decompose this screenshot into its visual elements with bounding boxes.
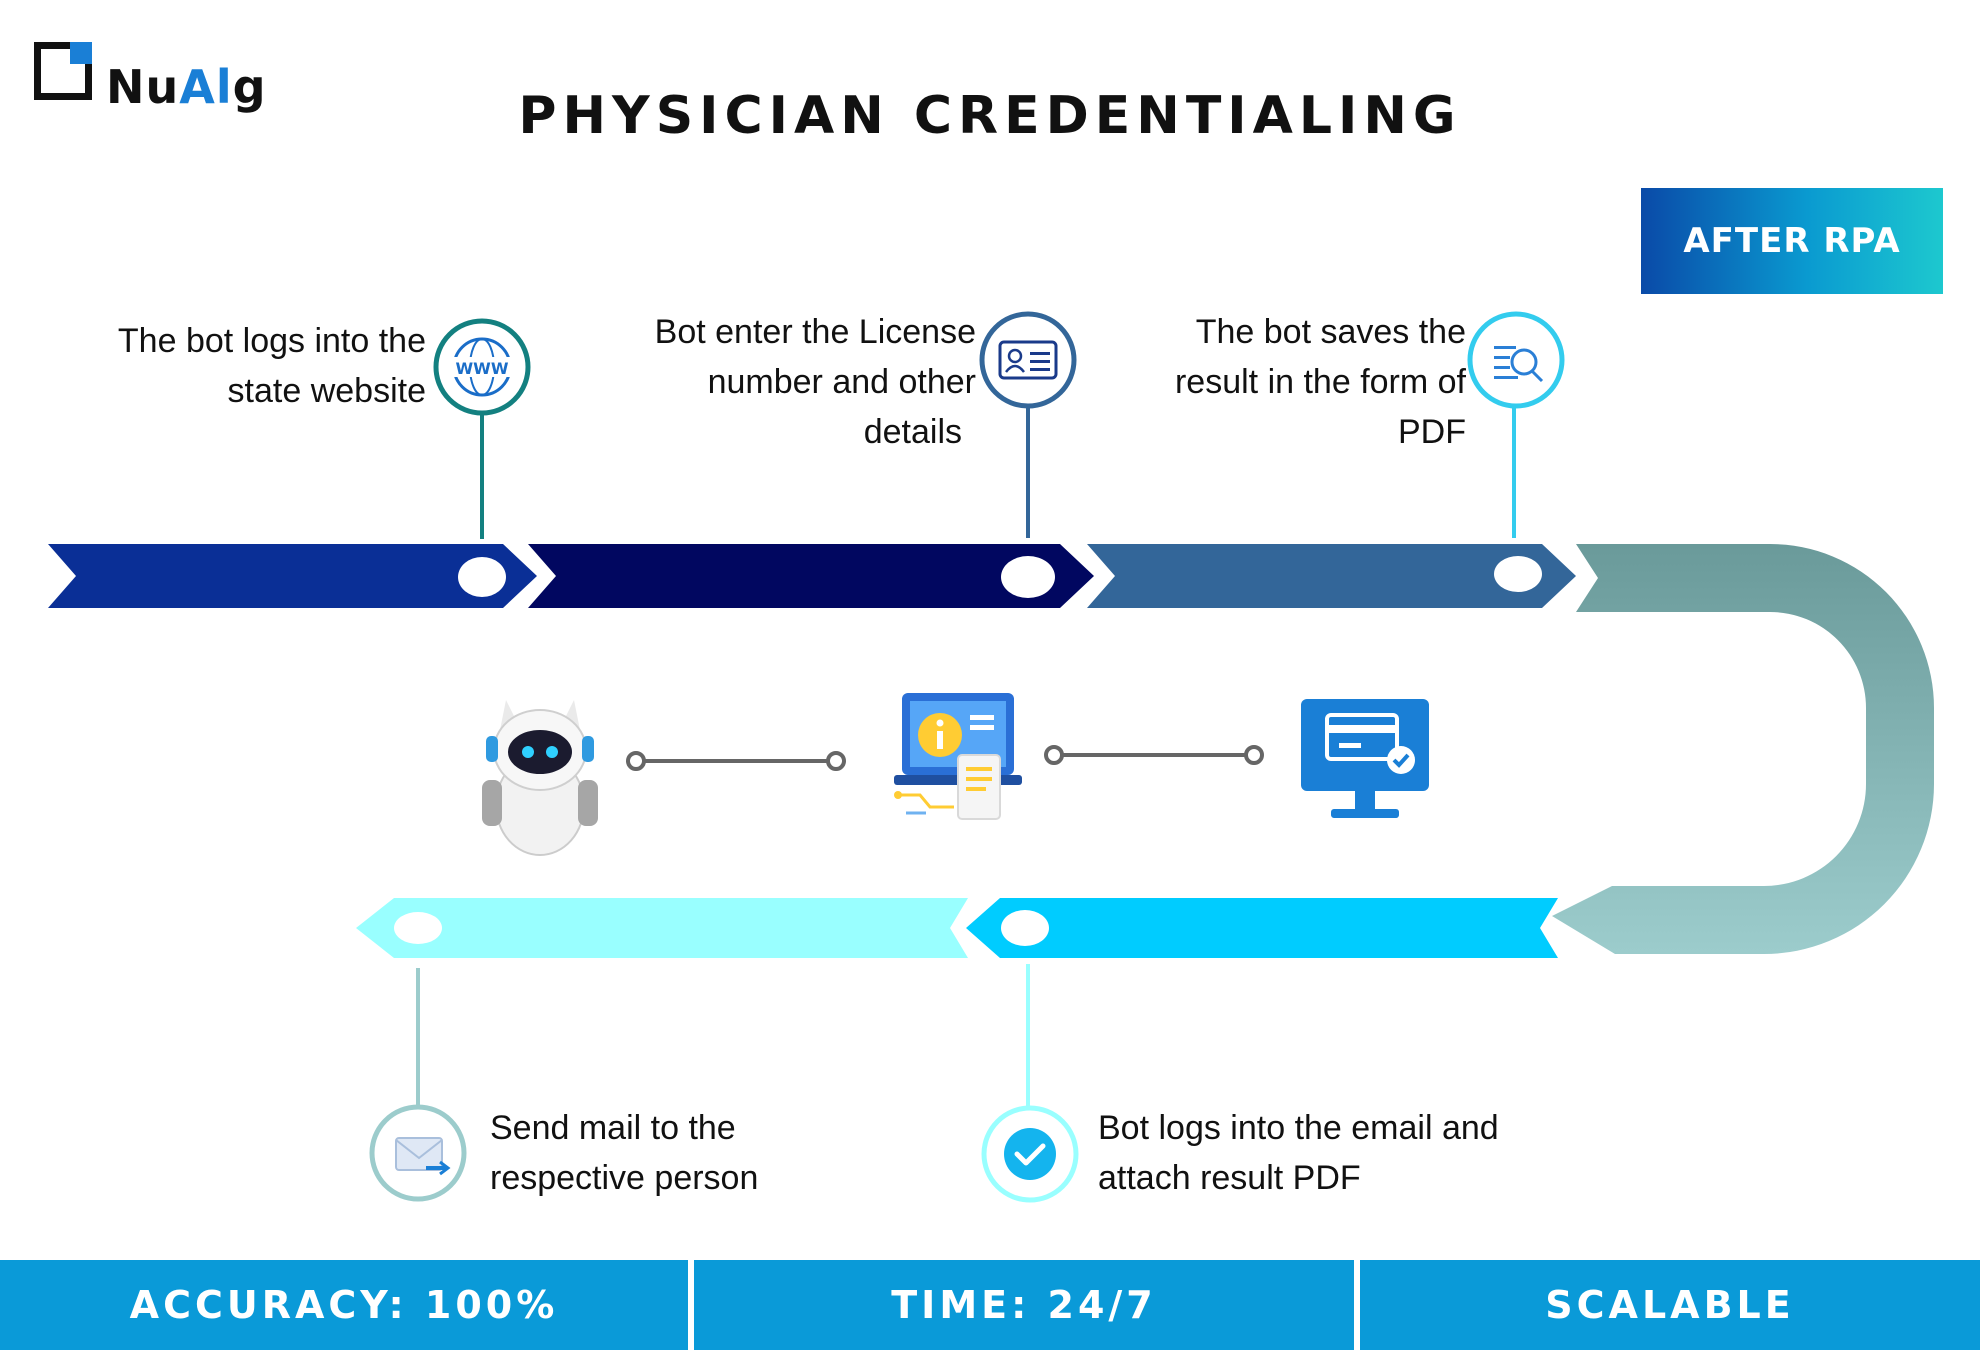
step-5-line-1: Send mail to the [490,1109,736,1147]
step-1-line-1: The bot logs into the [117,322,426,360]
footer-accuracy: ACCURACY: 100% [0,1260,688,1350]
step-1-line-2: state website [227,372,426,410]
flow-segment-4 [966,898,1558,958]
flow-curve [1552,544,1934,954]
after-rpa-badge: AFTER RPA [1641,188,1943,294]
logo-wordmark: NuAlg [106,60,267,114]
step-4-line-1: Bot logs into the email and [1098,1109,1499,1147]
flow-node-5 [394,912,442,944]
flow-segment-3 [1087,544,1576,608]
step-2-line-2: number and other [707,363,976,401]
step-5-line-2: respective person [490,1159,759,1197]
footer-scalable: SCALABLE [1360,1260,1980,1350]
connector-1-start [626,751,646,771]
flow-segment-1 [48,544,537,608]
step-1-text: The bot logs into the state website [60,316,426,416]
flow-node-3 [1494,556,1542,592]
page-title: PHYSICIAN CREDENTIALING [518,86,1462,146]
monitor-card-icon [1301,699,1429,818]
connector-1-end [826,751,846,771]
flow-node-2 [1001,556,1055,598]
nualg-logo: NuAlg [34,38,274,118]
stem-1 [480,415,484,539]
connector-2-start [1044,745,1064,765]
mail-send-icon [369,1104,467,1202]
flow-node-4 [1001,910,1049,946]
step-2-line-1: Bot enter the License [654,313,976,351]
robot-icon [482,700,598,856]
stem-5 [416,968,420,1110]
footer-time: TIME: 24/7 [694,1260,1354,1350]
step-3-line-2: result in the form of [1174,363,1466,401]
step-3-line-3: PDF [1398,413,1466,451]
step-4-text: Bot logs into the email and attach resul… [1098,1103,1658,1203]
step-4-line-2: attach result PDF [1098,1159,1361,1197]
www-text: WWW [456,359,509,378]
flow-node-1 [458,557,506,597]
stem-3 [1512,406,1516,538]
id-card-icon [979,311,1077,409]
checkmark-icon [981,1105,1079,1203]
step-2-line-3: details [863,413,962,451]
logo-mark [34,42,92,100]
connector-2-end [1244,745,1264,765]
step-5-text: Send mail to the respective person [490,1103,910,1203]
footer-bar: ACCURACY: 100% TIME: 24/7 SCALABLE [0,1260,1980,1350]
flow-segment-5 [356,898,968,958]
step-3-text: The bot saves the result in the form of … [1100,307,1466,457]
globe-www-icon: WWW [433,318,531,416]
document-search-icon [1467,311,1565,409]
stem-2 [1026,406,1030,538]
laptop-info-icon [894,693,1022,820]
flow-segment-2 [528,544,1094,608]
step-3-line-1: The bot saves the [1195,313,1466,351]
stem-4 [1026,964,1030,1110]
step-2-text: Bot enter the License number and other d… [590,307,976,457]
